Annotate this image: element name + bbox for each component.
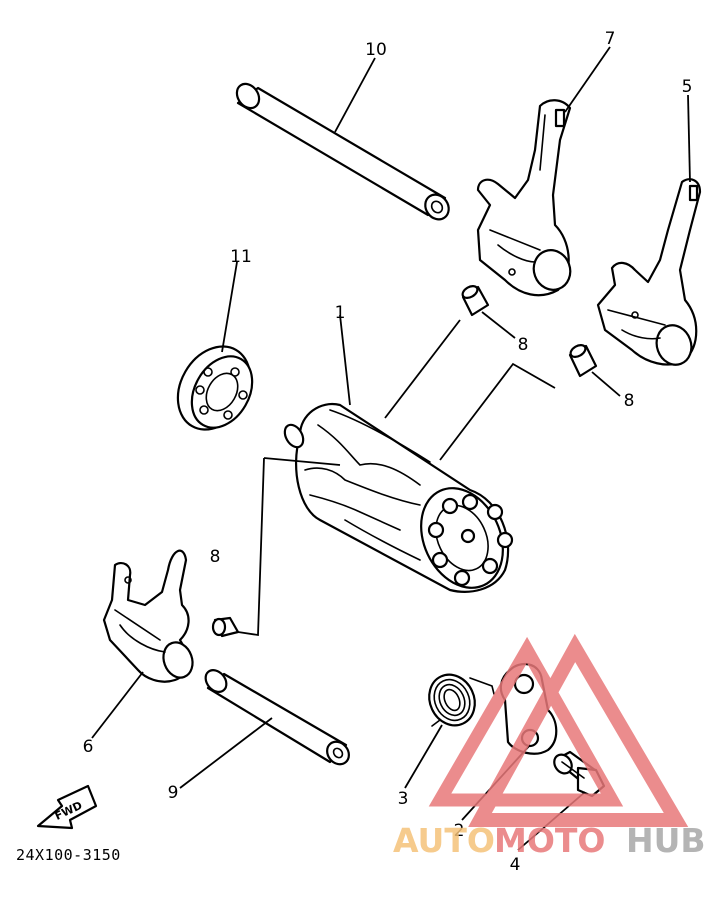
callout-5: 5	[682, 77, 693, 97]
callout-8-right: 8	[624, 391, 635, 411]
callout-2: 2	[454, 821, 465, 841]
callout-1: 1	[335, 303, 346, 323]
callout-labels: 10 7 5 11 1 8 8 8 6 9 3 2 4	[83, 29, 693, 875]
callout-7: 7	[605, 29, 616, 49]
shift-fork-7	[476, 99, 572, 297]
guide-pin-right	[568, 344, 598, 378]
automotohub-watermark: AUTO MOTO HUB	[393, 633, 706, 860]
callout-3: 3	[398, 789, 409, 809]
torsion-spring	[428, 673, 495, 727]
shift-fork-6	[102, 549, 194, 683]
callout-9: 9	[168, 783, 179, 803]
shift-drum	[283, 402, 514, 593]
guide-bar-upper	[235, 82, 450, 221]
diagram-code: 24X100-3150	[16, 846, 121, 864]
callout-8-left: 8	[210, 547, 221, 567]
callout-11: 11	[230, 247, 252, 267]
bearing	[176, 345, 254, 431]
watermark-auto: AUTO	[393, 821, 495, 860]
fwd-arrow: FWD	[36, 784, 98, 830]
callout-4: 4	[510, 855, 521, 875]
guide-bar-lower	[204, 669, 350, 766]
watermark-moto: MOTO	[494, 821, 605, 860]
guide-pin-upper	[461, 285, 490, 317]
callout-8-upper: 8	[518, 335, 529, 355]
callout-10: 10	[365, 40, 387, 60]
callout-6: 6	[83, 737, 94, 757]
guide-pin-left	[211, 616, 240, 638]
watermark-hub: HUB	[626, 821, 706, 860]
shift-fork-5	[596, 178, 702, 366]
